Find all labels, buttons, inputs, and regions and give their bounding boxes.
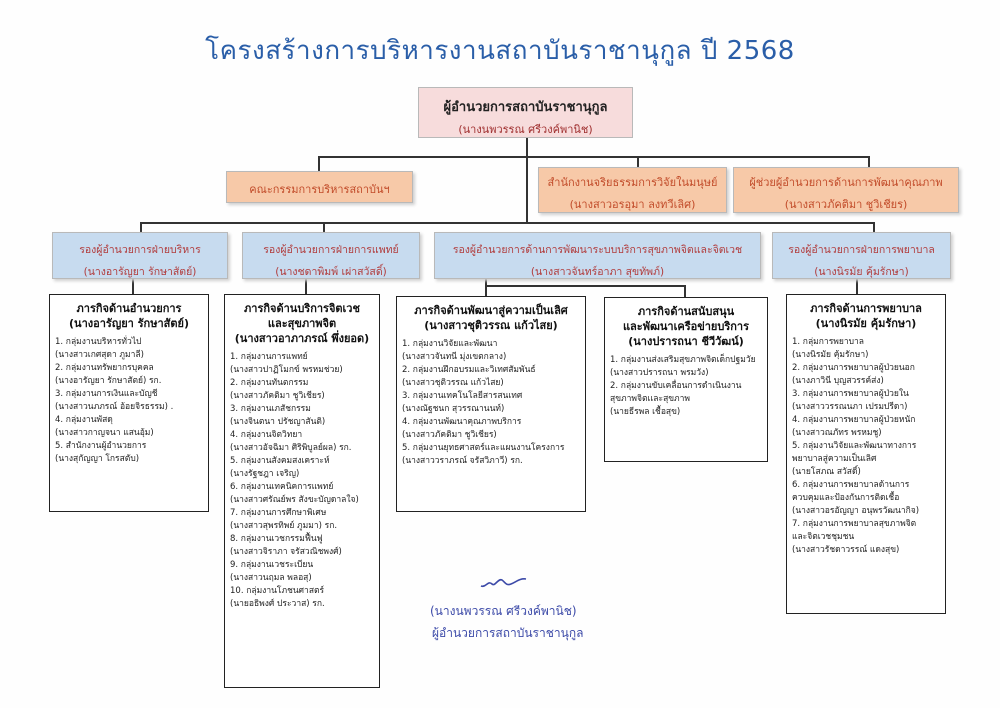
committee-box: คณะกรรมการบริหารสถาบันฯ (226, 171, 413, 203)
deputy-development-box: รองผู้อำนวยการด้านการพัฒนาระบบบริการสุขภ… (434, 232, 761, 279)
list-item: 4. กลุ่มงานจิตวิทยา(นางสาวอัจฉิมา ศิริพิ… (230, 430, 352, 453)
list-item: 1. กลุ่มการพยาบาล(นางนิรมัย คุ้มรักษา) (792, 337, 869, 360)
list-item: 3. กลุ่มงานเทคโนโลยีสารสนเทศ(นางณัฐชนก ส… (402, 391, 523, 414)
signature-name: (นางนพวรรณ ศรีวงค์พานิช) (430, 604, 577, 618)
task-heading: ภารกิจด้านอำนวยการ(นางอารัญยา รักษาสัตย์… (69, 302, 189, 330)
task-box-nursing: ภารกิจด้านการพยาบาล(นางนิรมัย คุ้มรักษา)… (786, 294, 946, 614)
task-box-support: ภารกิจด้านสนับสนุนและพัฒนาเครือข่ายบริกา… (604, 297, 768, 462)
deputy-medical-box: รองผู้อำนวยการฝ่ายการแพทย์ (นางชดาพิมพ์ … (242, 232, 420, 279)
director-box: ผู้อำนวยการสถาบันราชานุกูล (นางนพวรรณ ศร… (418, 87, 633, 138)
task-heading: ภารกิจด้านสนับสนุนและพัฒนาเครือข่ายบริกา… (622, 305, 750, 348)
list-item: 5. กลุ่มงานวิจัยและพัฒนาทางการพยาบาลสู่ค… (792, 441, 917, 477)
deputy-development-name: (นางสาวจันทร์อาภา สุขทัพภ์) (530, 266, 665, 278)
assistant-name: (นางสาวภัคติมา ชูวิเชียร) (784, 198, 908, 211)
list-item: 5. กลุ่มงานสังคมสงเคราะห์(นางรัฐชฎา เจริ… (230, 456, 330, 479)
deputy-medical-title: รองผู้อำนวยการฝ่ายการแพทย์ (263, 244, 399, 256)
ethics-title: สำนักงานจริยธรรมการวิจัยในมนุษย์ (547, 176, 718, 189)
list-item: 4. กลุ่มงานพัฒนาคุณภาพบริการ(นางสาวภัคติ… (402, 417, 522, 440)
deputy-admin-name: (นางอารัญยา รักษาสัตย์) (83, 266, 197, 278)
list-item: 4. กลุ่มงานการพยาบาลผู้ป่วยหนัก(นางสาวณภ… (792, 415, 916, 438)
list-item: 2. กลุ่มงานทันตกรรม(นางสาวภัคติมา ชูวิเช… (230, 378, 325, 401)
list-item: 2. กลุ่มงานการพยาบาลผู้ป่วยนอก(นางภาวินี… (792, 363, 915, 386)
list-item: 5. สำนักงานผู้อำนวยการ(นางสุกัญญา โกรสตั… (55, 441, 147, 464)
task-heading: ภารกิจด้านการพยาบาล(นางนิรมัย คุ้มรักษา) (810, 302, 922, 330)
list-item: 6. กลุ่มงานการพยาบาลด้านการควบคุมและป้อง… (792, 480, 920, 516)
deputy-admin-title: รองผู้อำนวยการฝ่ายบริหาร (79, 244, 201, 256)
assistant-box: ผู้ช่วยผู้อำนวยการด้านการพัฒนาคุณภาพ (นา… (733, 167, 959, 213)
task-list: 1. กลุ่มงานส่งเสริมสุขภาพจิตเด็กปฐมวัย(น… (610, 354, 762, 419)
task-box-medical: ภารกิจด้านบริการจิตเวชและสุขภาพจิต(นางสา… (224, 294, 380, 688)
list-item: 1. กลุ่มงานส่งเสริมสุขภาพจิตเด็กปฐมวัย(น… (610, 355, 756, 378)
list-item: 6. กลุ่มงานเทคนิคการแพทย์(นางสาวศรัณย์พร… (230, 482, 359, 505)
task-heading: ภารกิจด้านบริการจิตเวชและสุขภาพจิต(นางสา… (234, 302, 370, 345)
list-item: 1. กลุ่มงานวิจัยและพัฒนา(นางสาวจันทนี มุ… (402, 339, 507, 362)
list-item: 5. กลุ่มงานยุทธศาสตร์และแผนงานโครงการ(นา… (402, 443, 565, 466)
task-box-excellence: ภารกิจด้านพัฒนาสู่ความเป็นเลิศ(นางสาวชุต… (396, 296, 586, 512)
deputy-nursing-box: รองผู้อำนวยการฝ่ายการพยาบาล (นางนิรมัย ค… (772, 232, 951, 279)
list-item: 2. กลุ่มงานทรัพยากรบุคคล(นางอารัญยา รักษ… (55, 363, 162, 386)
deputy-medical-name: (นางชดาพิมพ์ เผ่าสวัสดิ์) (275, 266, 387, 278)
deputy-nursing-title: รองผู้อำนวยการฝ่ายการพยาบาล (788, 244, 935, 256)
list-item: 9. กลุ่มงานเวชระเบียน(นางสาวนฤมล พลอสุ) (230, 560, 314, 583)
ethics-name: (นางสาวอรอุมา ลงทวีเลิศ) (569, 198, 696, 211)
list-item: 7. กลุ่มงานการศึกษาพิเศษ(นางสาวสุพรทิพย์… (230, 508, 338, 531)
task-heading: ภารกิจด้านพัฒนาสู่ความเป็นเลิศ(นางสาวชุต… (414, 304, 568, 332)
list-item: 2. กลุ่มงานขับเคลื่อนการดำเนินงานสุขภาพจ… (610, 381, 742, 417)
deputy-development-title: รองผู้อำนวยการด้านการพัฒนาระบบบริการสุขภ… (452, 244, 743, 256)
list-item: 1. กลุ่มงานบริหารทั่วไป(นางสาวเกศสุดา ภู… (55, 337, 144, 360)
list-item: 8. กลุ่มงานเวชกรรมฟื้นฟู(นางสาวจิราภา จร… (230, 534, 342, 557)
signature-position: ผู้อำนวยการสถาบันราชานุกูล (432, 626, 584, 640)
director-title: ผู้อำนวยการสถาบันราชานุกูล (443, 100, 608, 115)
deputy-nursing-name: (นางนิรมัย คุ้มรักษา) (814, 266, 909, 278)
chart-title: โครงสร้างการบริหารงานสถาบันราชานุกูล ปี … (205, 36, 795, 66)
list-item: 1. กลุ่มงานการแพทย์(นางสาวปาฏิโมกข์ พรหม… (230, 352, 343, 375)
task-list: 1. กลุ่มงานบริหารทั่วไป(นางสาวเกศสุดา ภู… (55, 336, 203, 466)
assistant-title: ผู้ช่วยผู้อำนวยการด้านการพัฒนาคุณภาพ (749, 176, 943, 189)
signature-scribble (480, 578, 527, 588)
director-name: (นางนพวรรณ ศรีวงค์พานิช) (458, 123, 593, 136)
task-list: 1. กลุ่มการพยาบาล(นางนิรมัย คุ้มรักษา) 2… (792, 336, 940, 557)
task-box-admin: ภารกิจด้านอำนวยการ(นางอารัญยา รักษาสัตย์… (49, 294, 209, 512)
list-item: 10. กลุ่มงานโภชนศาสตร์(นายอธิพงศ์ ประวาส… (230, 586, 325, 609)
list-item: 2. กลุ่มงานฝึกอบรมและวิเทศสัมพันธ์(นางสา… (402, 365, 536, 388)
list-item: 3. กลุ่มงานเภสัชกรรม(นางจินตนา ปรัชญาสัน… (230, 404, 326, 427)
committee-title: คณะกรรมการบริหารสถาบันฯ (249, 183, 390, 196)
task-list: 1. กลุ่มงานการแพทย์(นางสาวปาฏิโมกข์ พรหม… (230, 351, 374, 611)
list-item: 3. กลุ่มงานการพยาบาลผู้ป่วยใน(นางสาววรรณ… (792, 389, 909, 412)
list-item: 4. กลุ่มงานพัสดุ(นางสาวกาญจนา แสนอุ้ม) (55, 415, 154, 438)
list-item: 3. กลุ่มงานการเงินและบัญชี(นางสาวนภภรณ์ … (55, 389, 174, 412)
deputy-admin-box: รองผู้อำนวยการฝ่ายบริหาร (นางอารัญยา รัก… (52, 232, 228, 279)
task-list: 1. กลุ่มงานวิจัยและพัฒนา(นางสาวจันทนี มุ… (402, 338, 580, 468)
ethics-box: สำนักงานจริยธรรมการวิจัยในมนุษย์ (นางสาว… (538, 167, 727, 213)
list-item: 7. กลุ่มงานการพยาบาลสุขภาพจิตและจิตเวชชุ… (792, 519, 917, 555)
